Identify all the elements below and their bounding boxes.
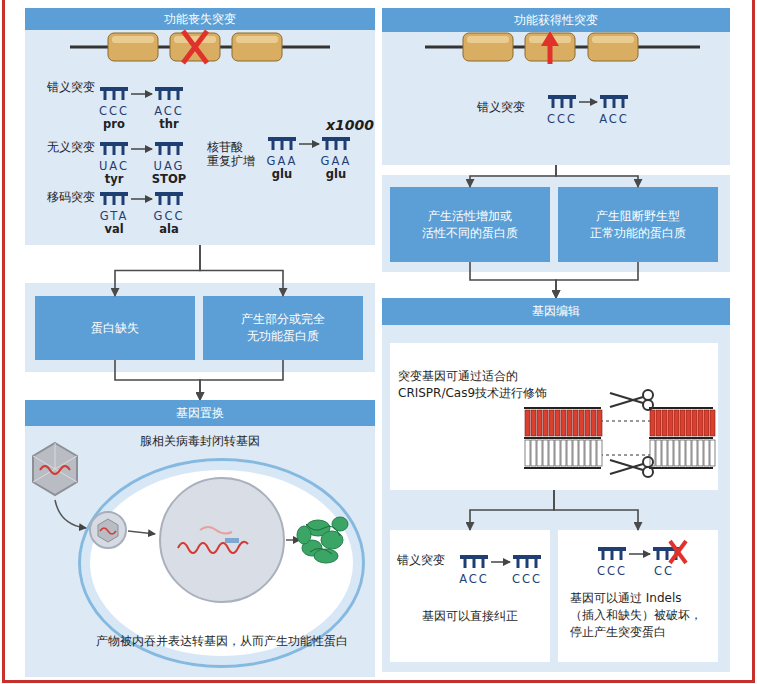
- amino-acid-label: glu: [272, 167, 292, 181]
- amino-acid-label: tyr: [105, 172, 124, 186]
- amino-acid-label: pro: [103, 117, 125, 131]
- codon-label: ACC: [154, 104, 184, 118]
- scissors: [610, 390, 653, 477]
- codon-label: CCC: [547, 112, 577, 126]
- mutation-label: x1000: [326, 118, 374, 132]
- codon-label: ACC: [459, 572, 489, 586]
- box-text: 产生阻断野生型 正常功能的蛋白质: [568, 208, 708, 242]
- box-text: 错义突变: [397, 552, 457, 569]
- section-header: 基因编辑: [382, 298, 730, 325]
- amino-acid-label: STOP: [152, 172, 186, 186]
- mutation-label: 移码突变: [47, 190, 95, 204]
- flow-arrow: [554, 490, 638, 530]
- band: [25, 283, 375, 372]
- section-header: 功能获得性突变: [382, 8, 730, 32]
- codon-label: UAC: [99, 159, 129, 173]
- amino-acid-label: ala: [159, 222, 178, 236]
- codon-label: ACC: [599, 112, 629, 126]
- box-text: 腺相关病毒封闭转基因: [25, 433, 375, 450]
- amino-acid-label: glu: [326, 167, 346, 181]
- flow-arrow: [115, 360, 200, 400]
- flow-arrow: [470, 490, 554, 530]
- mutation-label: 错义突变: [47, 80, 95, 94]
- gene-left: [70, 31, 330, 63]
- codon-label: GTA: [100, 209, 129, 223]
- box-text: 产物被内吞并表达转基因，从而产生功能性蛋白: [81, 633, 362, 650]
- dna-illustration: [524, 408, 715, 468]
- codon-label: CCC: [597, 564, 627, 578]
- codon-label: CC: [654, 564, 674, 578]
- amino-acid-label: thr: [159, 117, 178, 131]
- box-text: 基因可以直接纠正: [390, 608, 550, 625]
- flow-arrow: [200, 245, 283, 296]
- codon-label: CCC: [99, 104, 129, 118]
- section-header: 基因置换: [25, 400, 375, 426]
- section-header: 功能丧失突变: [25, 8, 375, 30]
- result-box: 基因可以通过 Indels （插入和缺失）被破坏， 停止产生突变蛋白: [558, 530, 718, 662]
- flow-arrow: [470, 165, 556, 187]
- codon-label: UAG: [154, 159, 185, 173]
- amino-acid-label: val: [104, 222, 123, 236]
- process-box: 产生活性增加或 活性不同的蛋白质: [390, 187, 550, 262]
- process-box: 蛋白缺失: [35, 296, 195, 360]
- codon-label: GAA: [267, 154, 298, 168]
- flow-arrow: [115, 245, 200, 296]
- codon-label: CCC: [512, 572, 542, 586]
- process-box: 产生部分或完全 无功能蛋白质: [203, 296, 363, 360]
- box-text: 产生活性增加或 活性不同的蛋白质: [400, 208, 540, 242]
- process-box: 产生阻断野生型 正常功能的蛋白质: [558, 187, 718, 262]
- section-panel: 基因编辑突变基因可通过适合的 CRISPR/Cas9技术进行修饰错义突变基因可以…: [382, 298, 730, 672]
- aav-illustration: [33, 443, 348, 602]
- box-text: 基因可以通过 Indels （插入和缺失）被破坏， 停止产生突变蛋白: [570, 590, 712, 641]
- box-text: 蛋白缺失: [91, 320, 139, 337]
- band: [382, 175, 730, 272]
- mutation-label: 错义突变: [477, 100, 525, 114]
- flow-arrow: [556, 165, 638, 187]
- box-text: 突变基因可通过适合的 CRISPR/Cas9技术进行修饰: [398, 368, 568, 402]
- flow-arrow: [556, 262, 638, 298]
- box-text: 产生部分或完全 无功能蛋白质: [213, 311, 353, 345]
- codon-label: GAA: [321, 154, 352, 168]
- gene-right: [425, 31, 700, 64]
- section-panel: 功能获得性突变: [382, 8, 730, 165]
- codon-label: GCC: [154, 209, 185, 223]
- flow-arrow: [200, 360, 283, 400]
- mutation-label: 无义突变: [47, 140, 95, 154]
- mutation-label: 核苷酸 重复扩增: [207, 140, 265, 168]
- result-box: 错义突变基因可以直接纠正: [390, 530, 550, 662]
- flow-arrow: [470, 262, 556, 298]
